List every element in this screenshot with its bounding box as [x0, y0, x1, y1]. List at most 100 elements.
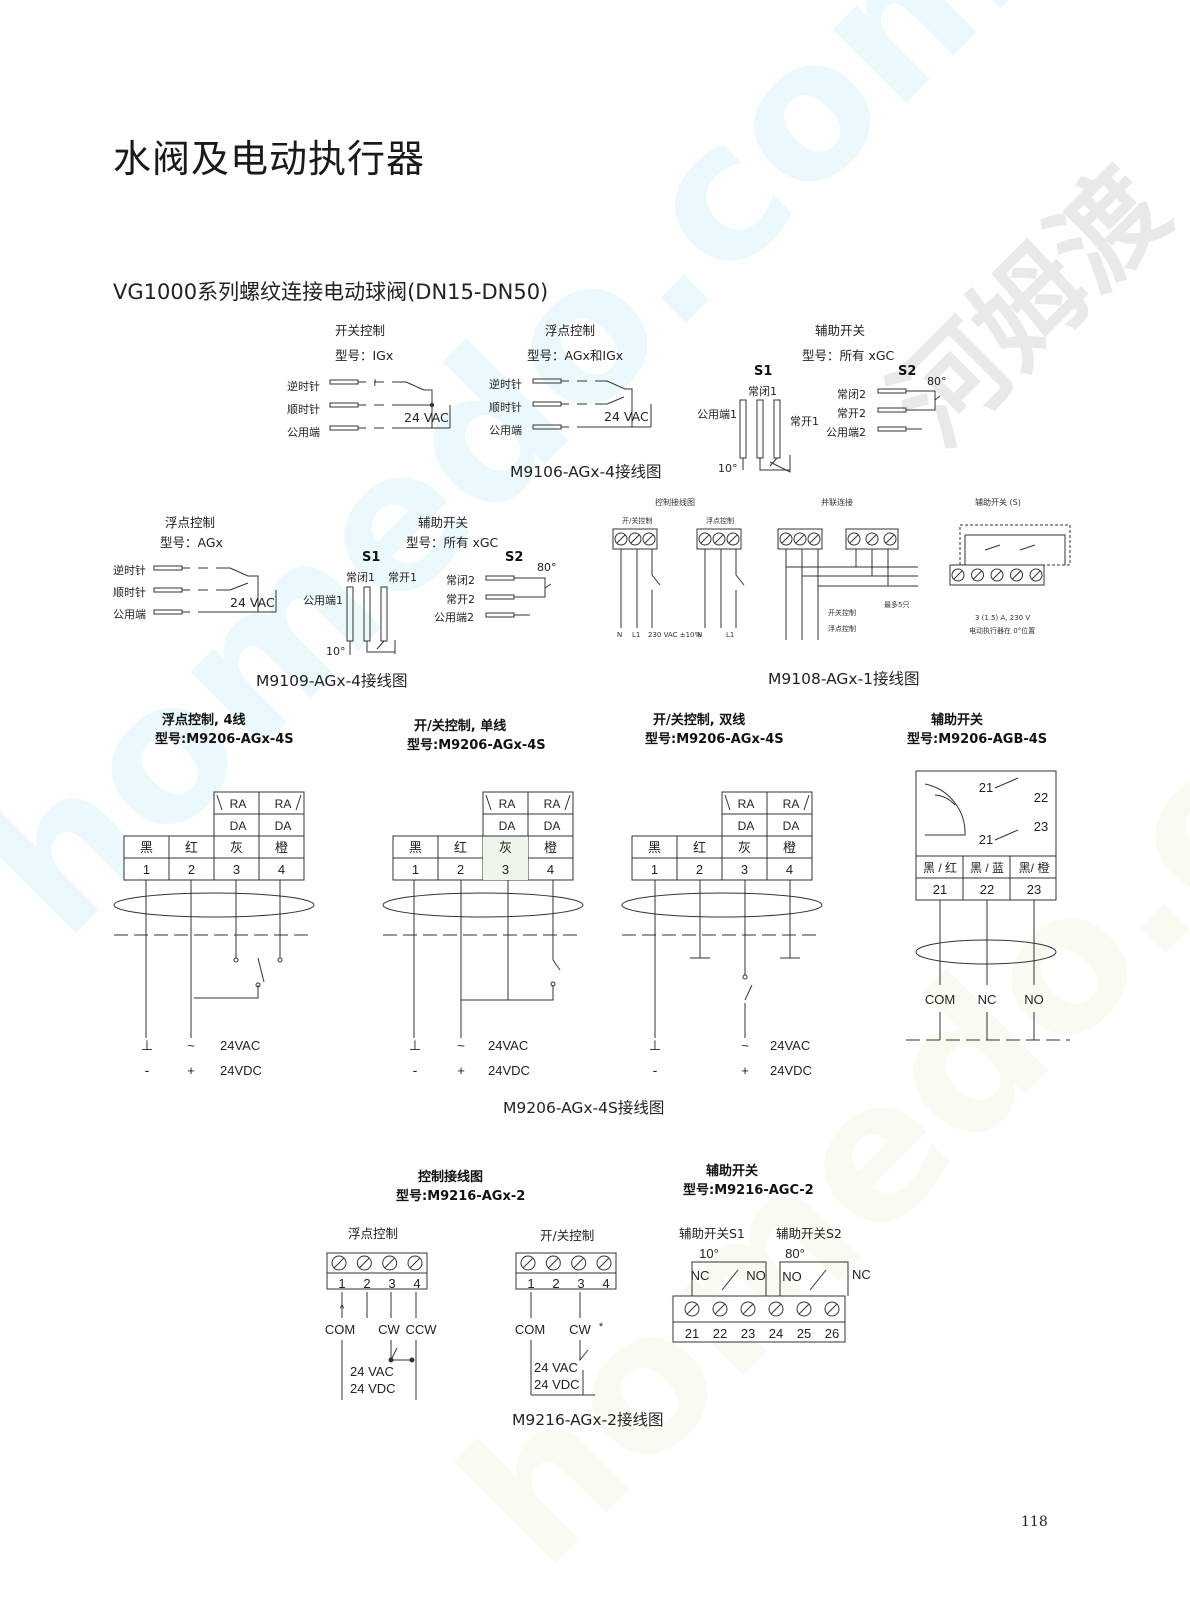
- m9106-b-lead: [532, 401, 562, 407]
- wire: [964, 534, 1066, 565]
- ra-arrow: [724, 794, 810, 811]
- m9109-angle10: 10°: [326, 645, 346, 658]
- m9109-angle80: 80°: [537, 561, 557, 574]
- wire: [630, 534, 640, 544]
- aux-switch-blade: [363, 586, 371, 642]
- m9106-a-voltage: 24 VAC: [404, 410, 449, 425]
- m9216-aux-num-0: 21: [685, 1326, 699, 1341]
- m9108-l1b: L1: [726, 631, 735, 639]
- d1-tilde: ~: [187, 1038, 195, 1053]
- d4-cable: [915, 939, 1057, 965]
- ra-arrow: [216, 794, 302, 811]
- m9106-b-lead: [532, 378, 562, 384]
- wire: [798, 1303, 810, 1315]
- m9216-b-num-1: 2: [552, 1276, 559, 1291]
- d4-number-0: 21: [933, 882, 947, 897]
- wire-color-3: 橙: [275, 840, 288, 855]
- m9216-angle10: 10°: [699, 1246, 719, 1261]
- m9206-d3-cable: [621, 892, 823, 918]
- m9108-ctrl-title: 控制接线图: [655, 498, 695, 507]
- wire: [742, 457, 790, 471]
- d3-plus: +: [741, 1063, 749, 1078]
- m9216-aux-title: 辅助开关: [706, 1164, 759, 1179]
- d2-vdc: 24VDC: [488, 1063, 530, 1078]
- m9216-aux-num-5: 26: [825, 1326, 839, 1341]
- screw-terminal: [628, 532, 642, 546]
- screw-terminal: [740, 1301, 756, 1317]
- m9106-switch-title: 开关控制: [335, 323, 386, 338]
- d4-number-2: 23: [1027, 882, 1041, 897]
- wire: [616, 534, 626, 544]
- ra-label-2: RA: [275, 797, 292, 811]
- m9106-aux-title: 辅助开关: [815, 323, 866, 338]
- wire: [651, 549, 661, 628]
- m9216-aux-num-1: 22: [713, 1326, 727, 1341]
- m9108-aux-title: 辅助开关 (S): [975, 498, 1021, 507]
- m9206-d4-title: 辅助开关: [931, 713, 984, 728]
- screw-terminal: [951, 568, 965, 582]
- m9106-com2: 公用端2: [826, 426, 866, 439]
- m9106-no1: 常开1: [790, 415, 819, 428]
- ra-label-1: RA: [230, 797, 247, 811]
- m9109-common: 公用端: [113, 608, 146, 621]
- aux-switch-blade: [739, 399, 747, 459]
- cam-arc: [934, 794, 956, 806]
- m9106-a-lead: [329, 402, 359, 408]
- m9108-max: 最多5只: [884, 601, 910, 609]
- m9206-d1-model: 型号:M9206-AGx-4S: [155, 732, 294, 747]
- wire: [405, 381, 433, 428]
- node: [409, 1357, 415, 1363]
- aux-switch-blade: [756, 399, 764, 459]
- m9216-a-vdc: 24 VDC: [350, 1381, 396, 1396]
- wire: [333, 1257, 345, 1269]
- m9108-parallel-title: 并联连接: [821, 498, 853, 507]
- wire: [349, 640, 395, 655]
- m9216-s2-no: NO: [782, 1269, 802, 1284]
- m9109-nc1: 常闭1: [346, 571, 375, 584]
- wire: [573, 1257, 585, 1269]
- screw-terminal: [571, 1255, 587, 1271]
- m9216-aux-model: 型号:M9216-AGC-2: [683, 1183, 814, 1198]
- screw-terminal: [712, 532, 726, 546]
- m9216-aux-numbers: [672, 1321, 846, 1343]
- m9216-a-num-0: 1: [338, 1276, 345, 1291]
- wire: [1031, 570, 1041, 580]
- sym: ^: [340, 1304, 345, 1315]
- wire: [714, 534, 724, 544]
- wire: [826, 1303, 838, 1315]
- screw-terminal: [614, 532, 628, 546]
- wire: [384, 1257, 396, 1269]
- m9109-nc2: 常闭2: [446, 574, 475, 587]
- m9106-b-ccw: 逆时针: [489, 378, 522, 391]
- m9216-float: 浮点控制: [348, 1226, 399, 1241]
- wire-color-0: 黑: [140, 840, 153, 855]
- wire-color-0: 黑: [648, 840, 661, 855]
- m9206-caption: M9206-AGx-4S接线图: [503, 1099, 665, 1117]
- d3-vac: 24VAC: [770, 1038, 810, 1053]
- screw-terminal: [990, 568, 1004, 582]
- wire: [409, 1257, 421, 1269]
- m9216-a-num-2: 3: [388, 1276, 395, 1291]
- d1-ground: ⊥: [141, 1037, 153, 1053]
- m9216-s1: 辅助开关S1: [679, 1226, 745, 1241]
- terminal-number-0: 1: [412, 862, 419, 877]
- wire-color-1: 红: [693, 840, 706, 855]
- m9216-aux-num-2: 23: [741, 1326, 755, 1341]
- m9109-no2: 常开2: [446, 593, 475, 606]
- m9206-d2-cable: [382, 892, 584, 918]
- m9216-ctrl-title: 控制接线图: [418, 1170, 484, 1185]
- d4-color-1: 黑 / 蓝: [970, 861, 1004, 875]
- m9216-float-strip-numbers: [326, 1272, 428, 1290]
- m9109-caption: M9109-AGx-4接线图: [256, 672, 408, 690]
- da-label-2: DA: [783, 819, 800, 833]
- screw-terminal: [642, 532, 656, 546]
- aux-term-23: 23: [1034, 819, 1048, 834]
- m9106-float-model: 型号：AGx和IGx: [527, 348, 624, 363]
- m9109-com1: 公用端1: [303, 594, 343, 607]
- wire: [795, 534, 805, 544]
- m9108-float: 浮点控制: [706, 517, 734, 525]
- da-box-2: [766, 813, 813, 837]
- screw-terminal: [712, 1301, 728, 1317]
- wire-lead: [485, 594, 515, 600]
